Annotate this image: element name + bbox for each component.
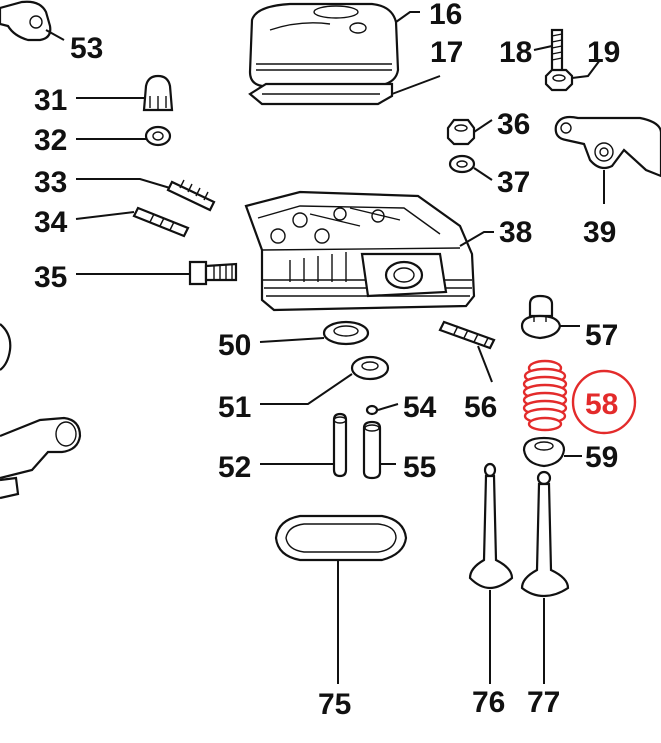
label-37: 37 (497, 166, 530, 199)
part-53-bracket (0, 0, 52, 42)
label-53: 53 (70, 32, 103, 65)
label-32: 32 (34, 124, 67, 157)
part-59-retainer (522, 436, 566, 468)
label-76: 76 (472, 686, 505, 719)
part-58-valve-spring (522, 359, 568, 432)
part-76-valve (468, 462, 514, 590)
leader-38 (459, 231, 494, 247)
part-55-pin (362, 420, 382, 480)
part-33-stud (166, 179, 216, 212)
leader-50 (259, 337, 325, 343)
part-57-valve-cap (520, 294, 562, 340)
label-39: 39 (583, 216, 616, 249)
part-36-nut (446, 118, 476, 146)
label-31: 31 (34, 84, 67, 117)
part-50-valve-seal (322, 320, 370, 346)
part-18-stud (550, 28, 564, 76)
leader-18 (533, 45, 553, 51)
leader-37 (473, 167, 493, 181)
partial-crankshaft (0, 323, 82, 500)
part-16-rocker-cover (248, 2, 400, 88)
leader-54 (377, 403, 399, 411)
label-77: 77 (527, 686, 560, 719)
part-38-cylinder-head (244, 190, 476, 312)
part-34-stud (132, 206, 190, 238)
label-50: 50 (218, 329, 251, 362)
part-32-washer (144, 125, 172, 147)
leader-36 (473, 119, 493, 133)
part-58-highlight-circle (571, 369, 637, 435)
part-54-oring (365, 404, 379, 416)
leader-53 (45, 29, 65, 41)
leader-51 (260, 373, 353, 405)
label-17: 17 (430, 36, 463, 69)
label-55: 55 (403, 451, 436, 484)
label-34: 34 (34, 206, 68, 239)
label-56: 56 (464, 391, 497, 424)
part-51-washer (350, 355, 390, 381)
label-19: 19 (587, 36, 620, 69)
label-33: 33 (34, 166, 67, 199)
leader-16 (395, 11, 420, 23)
leader-17 (391, 75, 441, 95)
part-75-head-gasket (274, 514, 408, 562)
label-54: 54 (403, 391, 437, 424)
label-59: 59 (585, 441, 618, 474)
label-51: 51 (218, 391, 251, 424)
part-35-bolt (188, 260, 238, 286)
label-16: 16 (429, 0, 462, 31)
label-58: 58 (585, 388, 618, 421)
part-39-rocker-arm (554, 115, 661, 178)
part-77-valve (520, 470, 570, 598)
part-52-pin (332, 412, 348, 478)
label-18: 18 (499, 36, 532, 69)
leader-56 (477, 345, 493, 383)
label-36: 36 (497, 108, 530, 141)
label-35: 35 (34, 261, 67, 294)
leader-33 (76, 178, 171, 189)
label-38: 38 (499, 216, 532, 249)
leader-19 (571, 59, 601, 79)
part-17-gasket (248, 82, 394, 106)
label-57: 57 (585, 319, 618, 352)
label-75: 75 (318, 688, 351, 721)
part-37-washer (448, 154, 476, 174)
label-52: 52 (218, 451, 251, 484)
part-19-nut (544, 68, 574, 92)
part-31-cap-nut (142, 74, 174, 112)
part-56-stud (438, 320, 496, 350)
leader-34 (75, 211, 135, 220)
